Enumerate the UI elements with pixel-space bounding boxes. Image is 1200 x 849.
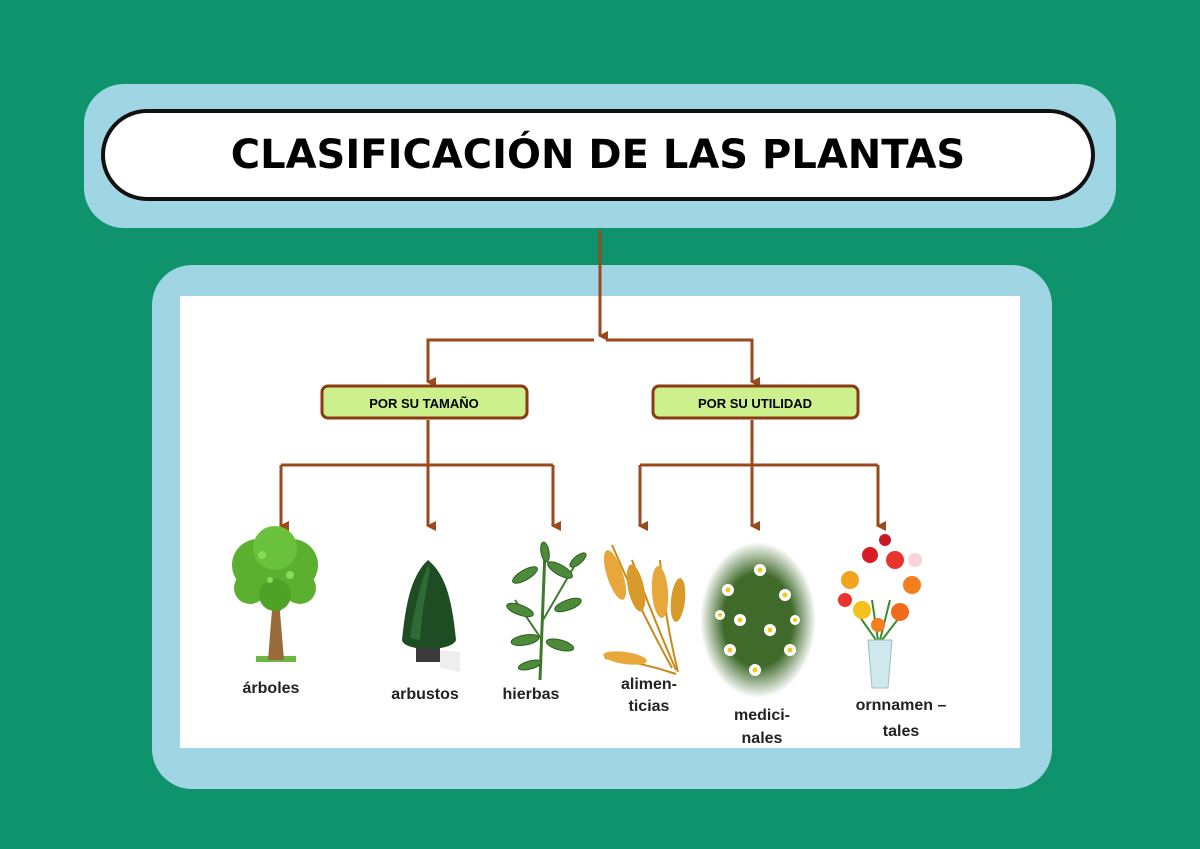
- label-medicinal-line2: nales: [742, 730, 783, 747]
- label-medicinal-line1: medici-: [734, 707, 790, 724]
- flower-vase-icon: [838, 534, 922, 689]
- label-shrubs: arbustos: [391, 686, 459, 703]
- herb-icon: [506, 541, 587, 681]
- title-box: CLASIFICACIÓN DE LAS PLANTAS: [101, 109, 1095, 201]
- wheat-icon: [603, 544, 686, 675]
- category-use-label: POR SU UTILIDAD: [698, 396, 812, 411]
- shrub-icon: [402, 560, 460, 672]
- label-trees: árboles: [243, 680, 300, 697]
- tree-icon: [232, 526, 318, 662]
- label-ornamental-line1: ornnamen –: [856, 697, 947, 714]
- category-size-label: POR SU TAMAÑO: [369, 396, 479, 411]
- label-food-line2: ticias: [629, 698, 670, 715]
- page-title: CLASIFICACIÓN DE LAS PLANTAS: [230, 132, 966, 178]
- chamomile-icon: [700, 542, 816, 698]
- label-herbs: hierbas: [503, 686, 560, 703]
- connectors: [279, 230, 886, 531]
- category-use: POR SU UTILIDAD: [651, 384, 860, 420]
- category-size: POR SU TAMAÑO: [320, 384, 529, 420]
- label-food-line1: alimen-: [621, 676, 677, 693]
- label-ornamental-line2: tales: [883, 723, 920, 740]
- connector-size: [426, 338, 594, 387]
- connector-use: [606, 338, 760, 387]
